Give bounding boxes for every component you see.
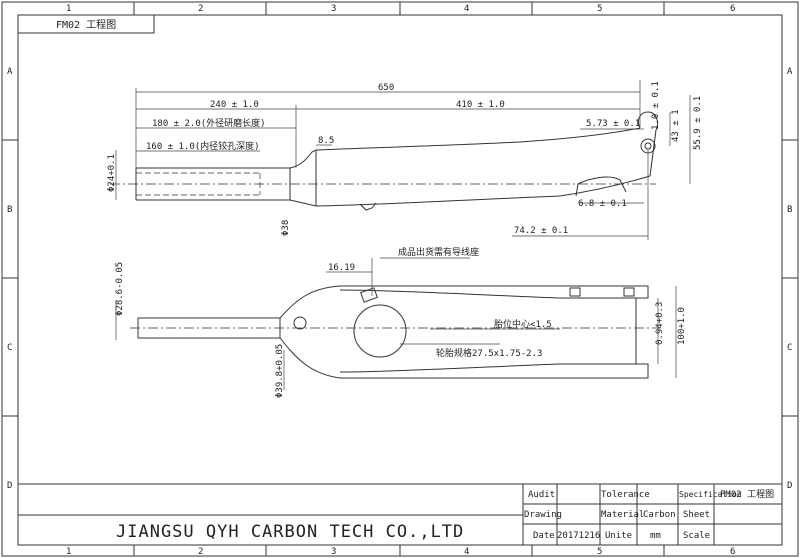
row-label-b: B: [7, 205, 12, 215]
dim-6-8: 6.8 ± 0.1: [578, 199, 627, 209]
unite-value: mm: [650, 531, 661, 541]
title-tab-text: FM02 工程图: [56, 19, 116, 31]
tolerance-label: Tolerance: [601, 490, 650, 500]
title-block-texts: JIANGSU QYH CARBON TECH CO.,LTD Audit Dr…: [116, 489, 774, 542]
row-label-a: A: [7, 67, 13, 77]
dim-crown-dia-b: Φ39.8+0.05: [275, 344, 285, 398]
dim-right-len: 410 ± 1.0: [456, 100, 505, 110]
row-label-c: C: [7, 343, 12, 353]
material-value: Carbon: [643, 510, 676, 520]
col-label-6: 6: [730, 4, 735, 14]
column-labels-bottom: 1 2 3 4 5 6: [66, 547, 735, 557]
dim-overall: 650: [378, 83, 394, 93]
col-label-b5: 5: [597, 547, 602, 557]
col-label-b4: 4: [464, 547, 469, 557]
top-view-dim-texts: 650 240 ± 1.0 410 ± 1.0 180 ± 2.0(外径研磨长度…: [107, 81, 703, 236]
dim-left-len: 240 ± 1.0: [210, 100, 259, 110]
dim-74-2: 74.2 ± 0.1: [514, 226, 568, 236]
col-label-b6: 6: [730, 547, 735, 557]
material-label: Material: [601, 510, 644, 520]
col-label-b1: 1: [66, 547, 71, 557]
dim-steerer-dia: Φ24+0.1: [107, 154, 117, 192]
dim-0-94: 0.94+0.3: [655, 302, 665, 345]
column-labels-top: 1 2 3 4 5 6: [66, 4, 735, 14]
sheet-label: Sheet: [683, 510, 710, 520]
note-outlet: 成品出货需有导线座: [398, 246, 479, 258]
bottom-view-dim-texts: 成品出货需有导线座 16.19 胎位中心<1.5 轮胎规格27.5x1.75-2…: [115, 246, 687, 398]
unite-label: Unite: [605, 531, 632, 541]
spec-value: FM02 工程图: [720, 489, 774, 500]
drawing-label: Drawing: [524, 510, 562, 520]
dim-16-19: 16.19: [328, 263, 355, 273]
dim-tire-spec: 轮胎规格27.5x1.75-2.3: [436, 347, 542, 359]
top-view-dims: [115, 80, 691, 240]
col-label-4: 4: [464, 4, 469, 14]
scale-label: Scale: [683, 531, 710, 541]
row-labels: A B C D A B C D: [7, 67, 793, 491]
bottom-view: [130, 285, 660, 379]
company-name: JIANGSU QYH CARBON TECH CO.,LTD: [116, 522, 464, 542]
dim-crown-dia: Φ38: [281, 220, 291, 236]
date-value: 20171216: [557, 531, 600, 541]
audit-label: Audit: [528, 490, 555, 500]
title-block: [17, 483, 783, 546]
dim-outer-grind: 180 ± 2.0(外径研磨长度): [152, 117, 266, 129]
dim-tire-center: 胎位中心<1.5: [494, 318, 552, 330]
dim-5-73: 5.73 ± 0.1: [586, 119, 640, 129]
col-label-1: 1: [66, 4, 71, 14]
row-label-d-r: D: [787, 481, 792, 491]
col-label-3: 3: [331, 4, 336, 14]
spec-label: Specification: [679, 490, 742, 499]
row-label-a-r: A: [787, 67, 793, 77]
date-label: Date: [533, 531, 555, 541]
col-label-b2: 2: [198, 547, 203, 557]
dim-inner-ream: 160 ± 1.0(内径铰孔深度): [146, 140, 260, 152]
dim-43: 43 ± 1: [671, 109, 681, 142]
col-label-2: 2: [198, 4, 203, 14]
title-tab: [17, 14, 155, 34]
dim-55-9: 55.9 ± 0.1: [693, 96, 703, 150]
row-label-b-r: B: [787, 205, 792, 215]
col-label-5: 5: [597, 4, 602, 14]
bottom-view-dims: [115, 257, 677, 390]
dim-1-0: 1.0 ± 0.1: [651, 81, 661, 130]
row-label-d: D: [7, 481, 12, 491]
dim-8-5: 8.5: [318, 136, 334, 146]
dim-steerer-dia-b: Φ28.6-0.05: [115, 262, 125, 316]
col-label-b3: 3: [331, 547, 336, 557]
row-label-c-r: C: [787, 343, 792, 353]
dim-100: 100+1.0: [677, 307, 687, 345]
